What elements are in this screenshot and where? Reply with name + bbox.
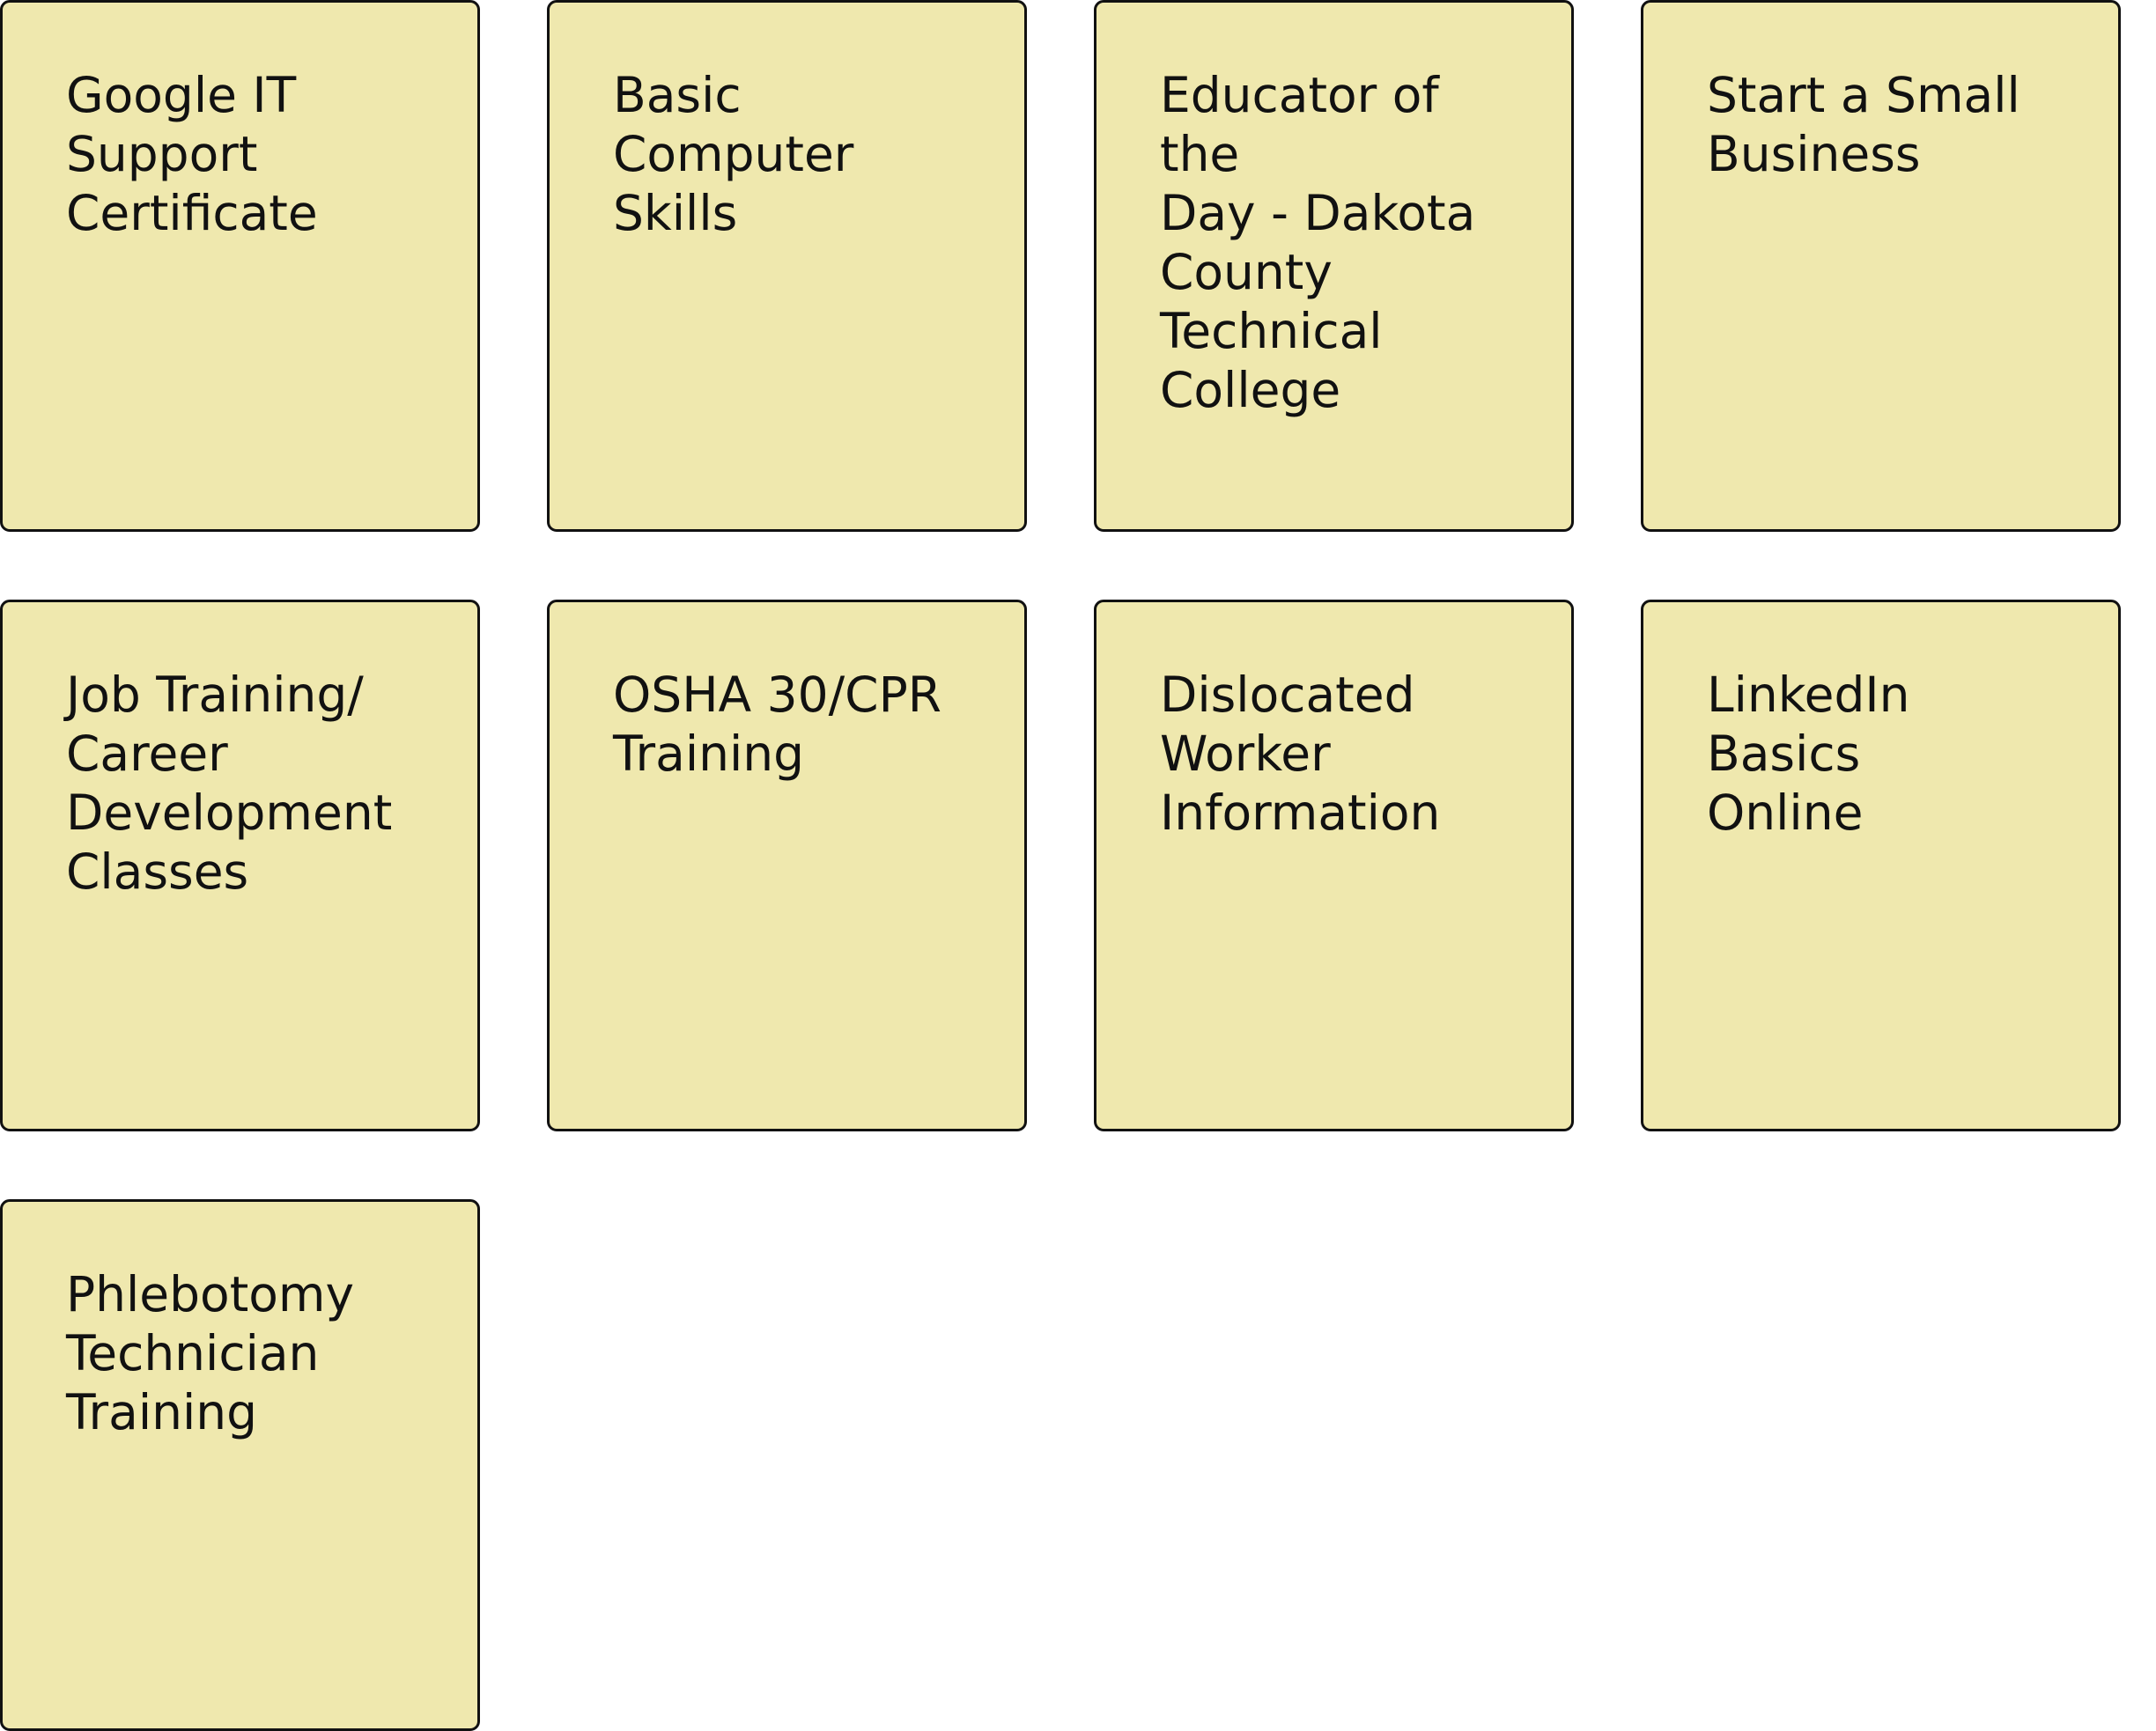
sticky-note[interactable]: LinkedIn Basics Online bbox=[1641, 600, 2121, 1131]
sticky-note-text: Google IT Support Certificate bbox=[66, 67, 318, 241]
sticky-note-text: Educator of the Day - Dakota County Tech… bbox=[1160, 67, 1476, 418]
sticky-note-text: Job Training/ Career Development Classes bbox=[66, 667, 393, 900]
sticky-note[interactable]: Dislocated Worker Information bbox=[1094, 600, 1574, 1131]
sticky-note-text: Dislocated Worker Information bbox=[1160, 667, 1441, 841]
sticky-note[interactable]: Basic Computer Skills bbox=[547, 0, 1027, 532]
sticky-note[interactable]: Google IT Support Certificate bbox=[0, 0, 480, 532]
sticky-note[interactable]: Phlebotomy Technician Training bbox=[0, 1199, 480, 1731]
sticky-note-text: OSHA 30/CPR Training bbox=[613, 667, 941, 782]
sticky-note-text: Basic Computer Skills bbox=[613, 67, 854, 241]
sticky-note[interactable]: Job Training/ Career Development Classes bbox=[0, 600, 480, 1131]
sticky-note-text: Start a Small Business bbox=[1707, 67, 2020, 182]
sticky-note[interactable]: OSHA 30/CPR Training bbox=[547, 600, 1027, 1131]
sticky-note[interactable]: Educator of the Day - Dakota County Tech… bbox=[1094, 0, 1574, 532]
sticky-note-text: Phlebotomy Technician Training bbox=[66, 1266, 355, 1440]
sticky-note[interactable]: Start a Small Business bbox=[1641, 0, 2121, 532]
sticky-note-text: LinkedIn Basics Online bbox=[1707, 667, 1910, 841]
